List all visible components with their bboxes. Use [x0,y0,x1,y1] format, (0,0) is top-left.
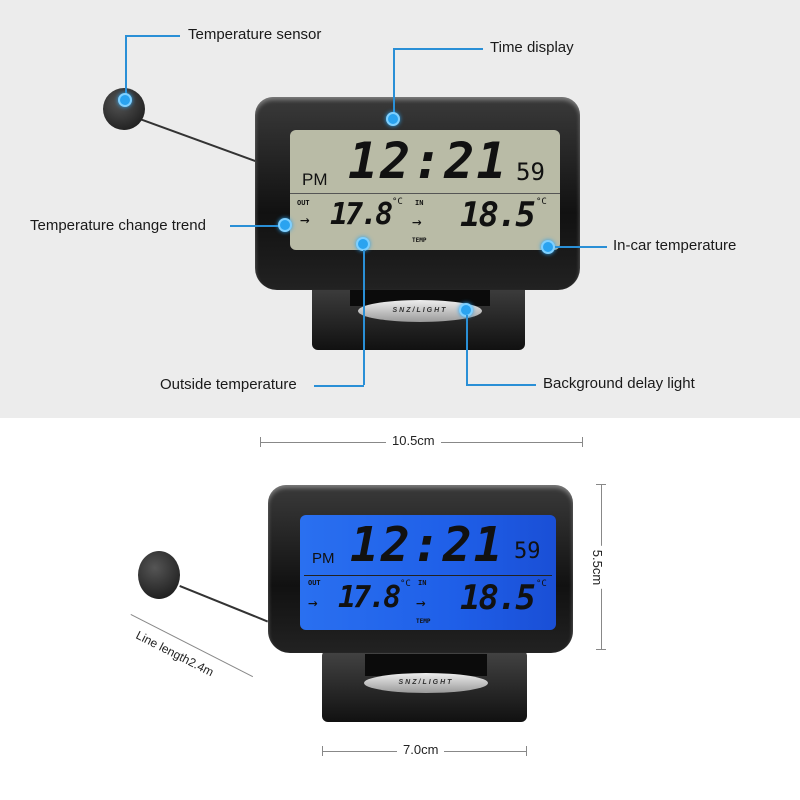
dimension-tick [260,437,261,447]
in-label: IN [415,199,424,207]
callout-line [363,250,365,385]
callout-marker [541,240,555,254]
sensor-cable [179,585,269,623]
callout-marker [386,112,400,126]
label-temperature-change-trend: Temperature change trend [30,217,206,234]
inside-temp: 18.5 [460,195,536,235]
divider [290,193,560,194]
height-dimension: 5.5cm [588,545,608,590]
inside-unit: °C [536,579,547,589]
callout-line [125,35,180,37]
outside-temp: 17.8 [338,580,401,615]
trend-arrow: → [308,593,318,612]
dimension-tick [322,746,323,756]
in-arrow: → [416,593,426,612]
stand-gap [365,654,487,676]
callout-line [230,225,280,227]
meridiem: PM [312,550,335,567]
callout-line [555,246,607,248]
snz-light-button[interactable]: SNZ/LIGHT [364,673,488,693]
divider [304,575,552,576]
dimension-tick [596,649,606,650]
dimension-tick [596,484,606,485]
lcd-screen: PM 12:21 59 OUT → 17.8 °C IN → TEMP 18.5… [300,515,556,630]
temperature-sensor [138,551,180,599]
callout-line [393,48,395,114]
callout-line [393,48,483,50]
seconds-value: 59 [516,158,545,186]
meridiem: PM [302,170,328,189]
callout-marker [118,93,132,107]
in-arrow: → [412,212,422,231]
in-label: IN [418,579,427,587]
snz-light-button[interactable]: SNZ/LIGHT [358,300,482,322]
label-in-car-temperature: In-car temperature [613,237,737,254]
outside-unit: °C [400,579,411,589]
temp-label: TEMP [412,237,427,244]
inside-unit: °C [536,197,547,207]
callout-marker [278,218,292,232]
lcd-screen: PM 12:21 59 OUT → 17.8 °C IN → TEMP 18.5… [290,130,560,250]
callout-line [314,385,364,387]
out-label: OUT [297,199,310,207]
callout-line [466,384,536,386]
width-dimension: 10.5cm [386,433,441,448]
seconds-value: 59 [514,539,541,564]
callout-line [466,315,468,385]
dimension-tick [582,437,583,447]
time-value: 12:21 [348,132,509,190]
label-temperature-sensor: Temperature sensor [188,26,322,43]
outside-unit: °C [392,197,403,207]
callout-marker [356,237,370,251]
label-background-delay-light: Background delay light [543,375,695,392]
trend-arrow: → [300,210,310,229]
time-value: 12:21 [350,517,505,573]
dimension-tick [526,746,527,756]
base-dimension: 7.0cm [397,742,445,757]
inside-temp: 18.5 [460,578,536,618]
label-outside-temperature: Outside temperature [160,376,297,393]
out-label: OUT [308,579,321,587]
callout-line [125,35,127,97]
outside-temp: 17.8 [330,197,393,232]
label-time-display: Time display [490,39,574,56]
temp-label: TEMP [416,618,431,625]
